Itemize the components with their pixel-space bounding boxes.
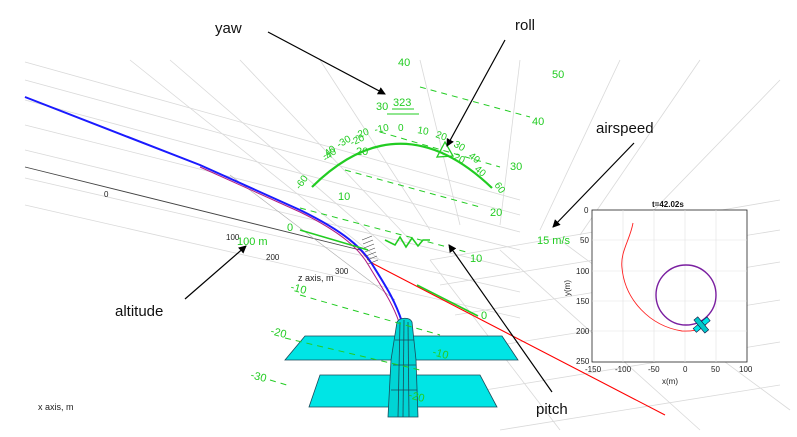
pitch-right-20: 20: [490, 207, 502, 219]
arrow-pitch: [448, 244, 553, 393]
minimap-ylabel: y(m): [563, 280, 572, 296]
heading-tick-0: 0: [398, 123, 404, 134]
minimap-xtick-50: 50: [711, 365, 720, 374]
annotations: yaw roll airspeed altitude pitch: [115, 17, 654, 418]
minimap-ytick-150: 150: [576, 297, 590, 306]
roll-pointer: [435, 140, 455, 158]
heading-tick-30: 30: [452, 139, 468, 154]
minimap-xtick-m100: -100: [615, 365, 632, 374]
flight-path-marker: [384, 235, 430, 249]
minimap-xtick-m50: -50: [648, 365, 660, 374]
pitch-left-20: 20: [356, 146, 368, 158]
trajectory: [24, 96, 666, 416]
pitch-ladder: 40 30 20 10 0 -10 -20 -30 50 40 30 20 10…: [249, 57, 564, 405]
z-axis-label: z axis, m: [298, 273, 334, 283]
annotation-roll: roll: [515, 17, 535, 34]
heading-tick-20: 20: [434, 129, 449, 143]
x-tick-200: 200: [266, 253, 280, 262]
pitch-right-m20: -20: [407, 389, 425, 405]
minimap-frame: [591, 209, 748, 363]
annotation-airspeed: airspeed: [596, 120, 654, 137]
annotation-arrows: [184, 31, 635, 393]
axes-3d: 0 100 200 300 z axis, m x axis, m: [24, 166, 396, 412]
heading-tick-10: 10: [416, 125, 429, 138]
pitch-left-10: 10: [338, 191, 350, 203]
pitch-left-m30: -30: [249, 369, 267, 385]
pitch-left-m10: -10: [289, 281, 307, 297]
minimap-xtick-m150: -150: [585, 365, 602, 374]
heading-tick-m10: -10: [374, 123, 391, 136]
arrow-altitude: [184, 245, 247, 300]
pitch-left-40: 40: [398, 57, 410, 69]
heading-readout: 323: [393, 97, 411, 109]
flight-path-shadow: [199, 166, 400, 323]
pitch-right-30: 30: [510, 161, 522, 173]
pitch-left-0: 0: [287, 222, 293, 234]
minimap-aircraft-icon: [692, 316, 711, 334]
path-ticks: [361, 235, 379, 265]
minimap-ytick-250: 250: [576, 357, 590, 366]
minimap-orbit: [655, 264, 717, 326]
minimap-ytick-200: 200: [576, 327, 590, 336]
annotation-yaw: yaw: [215, 20, 242, 37]
minimap: t=42.02s -150 -100 -50 0 50 100 0 50 100…: [563, 200, 753, 386]
airspeed-readout: 15 m/s: [537, 235, 571, 247]
roll-tick-m60: -60: [293, 173, 311, 192]
altitude-readout: 100 m: [237, 236, 268, 248]
minimap-ytick-50: 50: [580, 236, 589, 245]
flight-path: [24, 96, 403, 323]
pitch-right-0: 0: [481, 310, 487, 322]
minimap-xtick-0: 0: [683, 365, 688, 374]
x-tick-100: 100: [226, 233, 240, 242]
pitch-left-30: 30: [376, 101, 388, 113]
x-tick-300: 300: [335, 267, 349, 276]
minimap-xtick-100: 100: [739, 365, 753, 374]
pitch-left-m20: -20: [269, 325, 287, 341]
aircraft-model: [284, 317, 519, 418]
pitch-right-m10: -10: [431, 346, 449, 362]
minimap-ytick-100: 100: [576, 267, 590, 276]
annotation-pitch: pitch: [536, 401, 568, 418]
pitch-right-40: 40: [532, 116, 544, 128]
arrow-roll: [446, 39, 506, 147]
heading-tick-m20: -20: [353, 126, 371, 141]
roll-tick-20: 20: [452, 152, 467, 167]
roll-tick-40: 40: [472, 164, 488, 180]
pitch-right-50: 50: [552, 69, 564, 81]
x-axis-label: x axis, m: [38, 402, 74, 412]
annotation-altitude: altitude: [115, 303, 163, 320]
arrow-yaw: [267, 31, 386, 95]
x-tick-0: 0: [104, 190, 109, 199]
roll-arc: [311, 142, 493, 189]
minimap-grid: [592, 210, 747, 362]
minimap-ytick-0: 0: [584, 206, 589, 215]
pitch-right-10: 10: [470, 253, 482, 265]
arrow-airspeed: [552, 142, 635, 228]
minimap-title: t=42.02s: [652, 200, 684, 209]
minimap-xlabel: x(m): [662, 377, 678, 386]
